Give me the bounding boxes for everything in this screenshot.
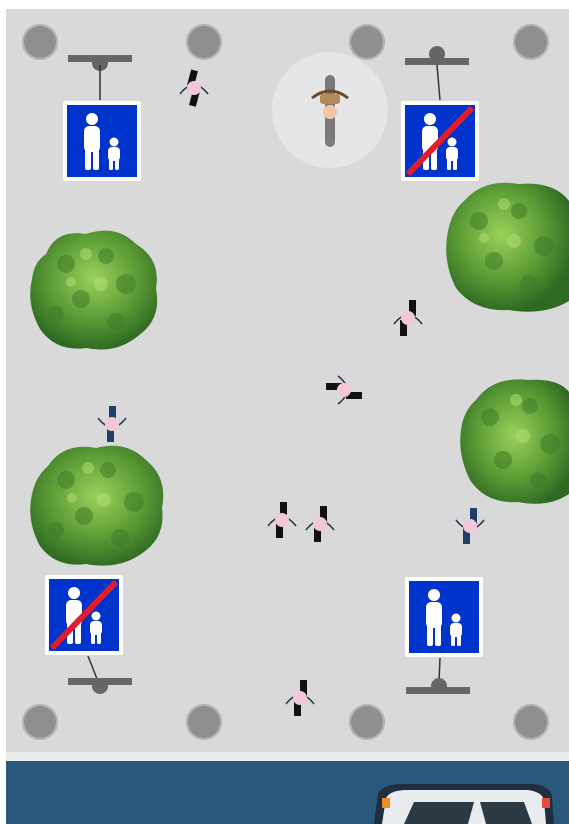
curb: [6, 752, 569, 761]
pedestrian-zone-sign: [62, 100, 142, 182]
hedge: [458, 372, 569, 508]
pedestrian[interactable]: [176, 68, 212, 108]
bollard: [513, 704, 549, 740]
bollard: [22, 704, 58, 740]
bollard: [349, 704, 385, 740]
bollard: [186, 24, 222, 60]
pedestrian[interactable]: [282, 678, 318, 718]
hedge: [26, 438, 168, 570]
pedestrian[interactable]: [302, 504, 338, 544]
car[interactable]: [364, 780, 560, 824]
sign-post: [403, 44, 473, 102]
sign-post: [404, 656, 474, 698]
end-pedestrian-zone-sign: [44, 574, 124, 656]
pedestrian[interactable]: [390, 298, 426, 338]
cyclist[interactable]: [270, 50, 390, 170]
pedestrian[interactable]: [94, 404, 130, 444]
sign-post: [66, 654, 136, 698]
pedestrian[interactable]: [264, 500, 300, 540]
bollard: [186, 704, 222, 740]
pedestrian[interactable]: [452, 506, 488, 546]
pedestrian[interactable]: [324, 372, 364, 408]
hedge: [444, 176, 569, 316]
pedestrian-zone-sign: [404, 576, 484, 658]
bollard: [22, 24, 58, 60]
hedge: [26, 224, 162, 354]
end-pedestrian-zone-sign: [400, 100, 480, 182]
bollard: [513, 24, 549, 60]
sign-post: [66, 50, 136, 102]
